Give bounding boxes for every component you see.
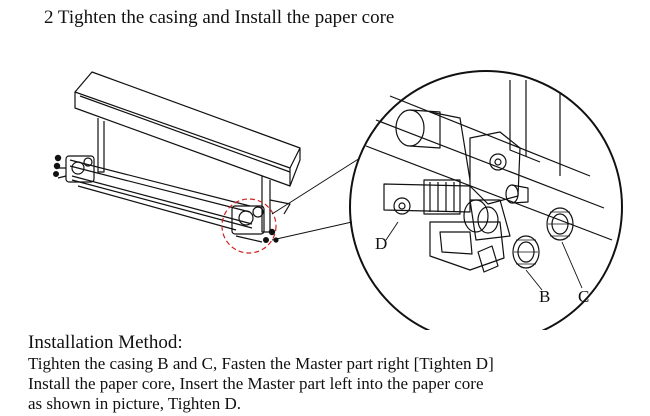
instruction-line-3: as shown in picture, Tighten D. xyxy=(28,394,241,413)
magnified-view xyxy=(349,70,623,330)
page-title: 2 Tighten the casing and Install the pap… xyxy=(44,7,395,28)
callout-d: D xyxy=(375,234,387,253)
printer-overview xyxy=(56,71,301,243)
knob-markers xyxy=(53,154,279,243)
instruction-line-2: Install the paper core, Insert the Maste… xyxy=(28,374,484,393)
callout-b: B xyxy=(539,287,550,306)
highlight-circle xyxy=(221,198,277,254)
callout-c: C xyxy=(578,287,589,306)
installation-method-title: Installation Method: xyxy=(28,332,183,353)
instruction-line-1: Tighten the casing B and C, Fasten the M… xyxy=(28,354,494,373)
installation-diagram: D B C xyxy=(53,70,623,330)
